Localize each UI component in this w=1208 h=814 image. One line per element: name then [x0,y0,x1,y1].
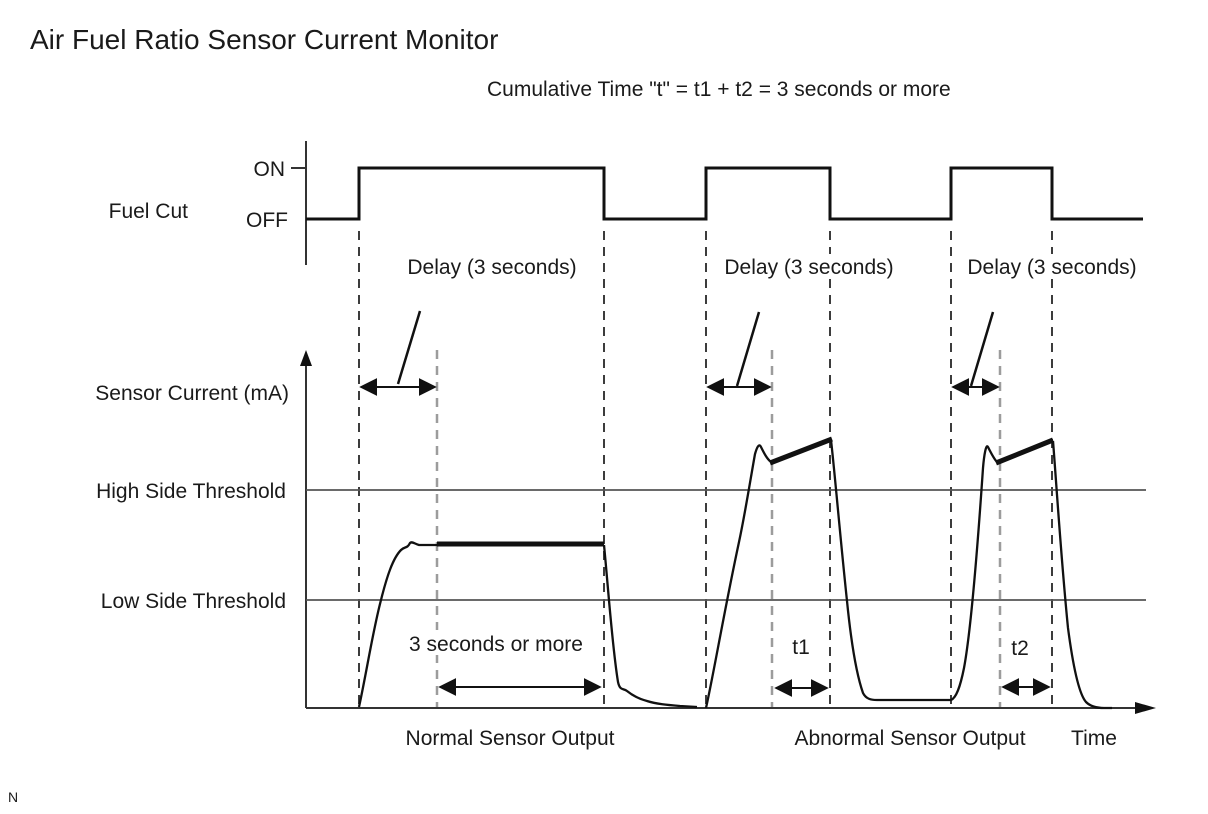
duration-label: 3 seconds or more [409,633,583,656]
abnormal-output-fall-2 [1051,440,1112,710]
label-backing [956,254,1149,278]
normal-output-caption: Normal Sensor Output [406,727,615,750]
abnormal-output-caption: Abnormal Sensor Output [794,727,1025,750]
delay-label-2: Delay (3 seconds) [724,256,893,279]
abnormal-output-drift-bold-1 [769,436,833,466]
off-label: OFF [246,209,288,232]
abnormal-output-rise-1 [704,444,772,709]
page-marker: N [8,789,18,805]
abnormal-output-drift-bold-2 [995,437,1054,466]
time-axis-label: Time [1071,727,1117,750]
x-axis-arrowhead [1135,702,1156,714]
delay-slash-3 [969,311,995,387]
label-backing [393,630,599,655]
delay-slash-2 [735,311,761,387]
high-threshold-label: High Side Threshold [96,480,286,503]
delay-slash-1 [396,310,422,385]
normal-output-rise [357,541,437,708]
delay-label-3: Delay (3 seconds) [967,256,1136,279]
y-axis-arrowhead [300,350,312,366]
abnormal-output-fall-1 [829,439,951,702]
page-title: Air Fuel Ratio Sensor Current Monitor [30,24,498,55]
t1-label: t1 [792,636,810,659]
delay-label-1: Delay (3 seconds) [407,256,576,279]
sensor-current-axis-label: Sensor Current (mA) [95,382,289,405]
label-backing [711,254,908,278]
on-label: ON [254,158,286,181]
fuel-cut-label: Fuel Cut [109,200,189,223]
normal-output-fall [602,544,698,709]
abnormal-output-rise-2 [950,445,998,702]
fuel-cut-waveform [306,166,1143,221]
low-threshold-label: Low Side Threshold [101,590,286,613]
t2-label: t2 [1011,637,1029,660]
cumulative-time-note: Cumulative Time "t" = t1 + t2 = 3 second… [487,78,951,101]
